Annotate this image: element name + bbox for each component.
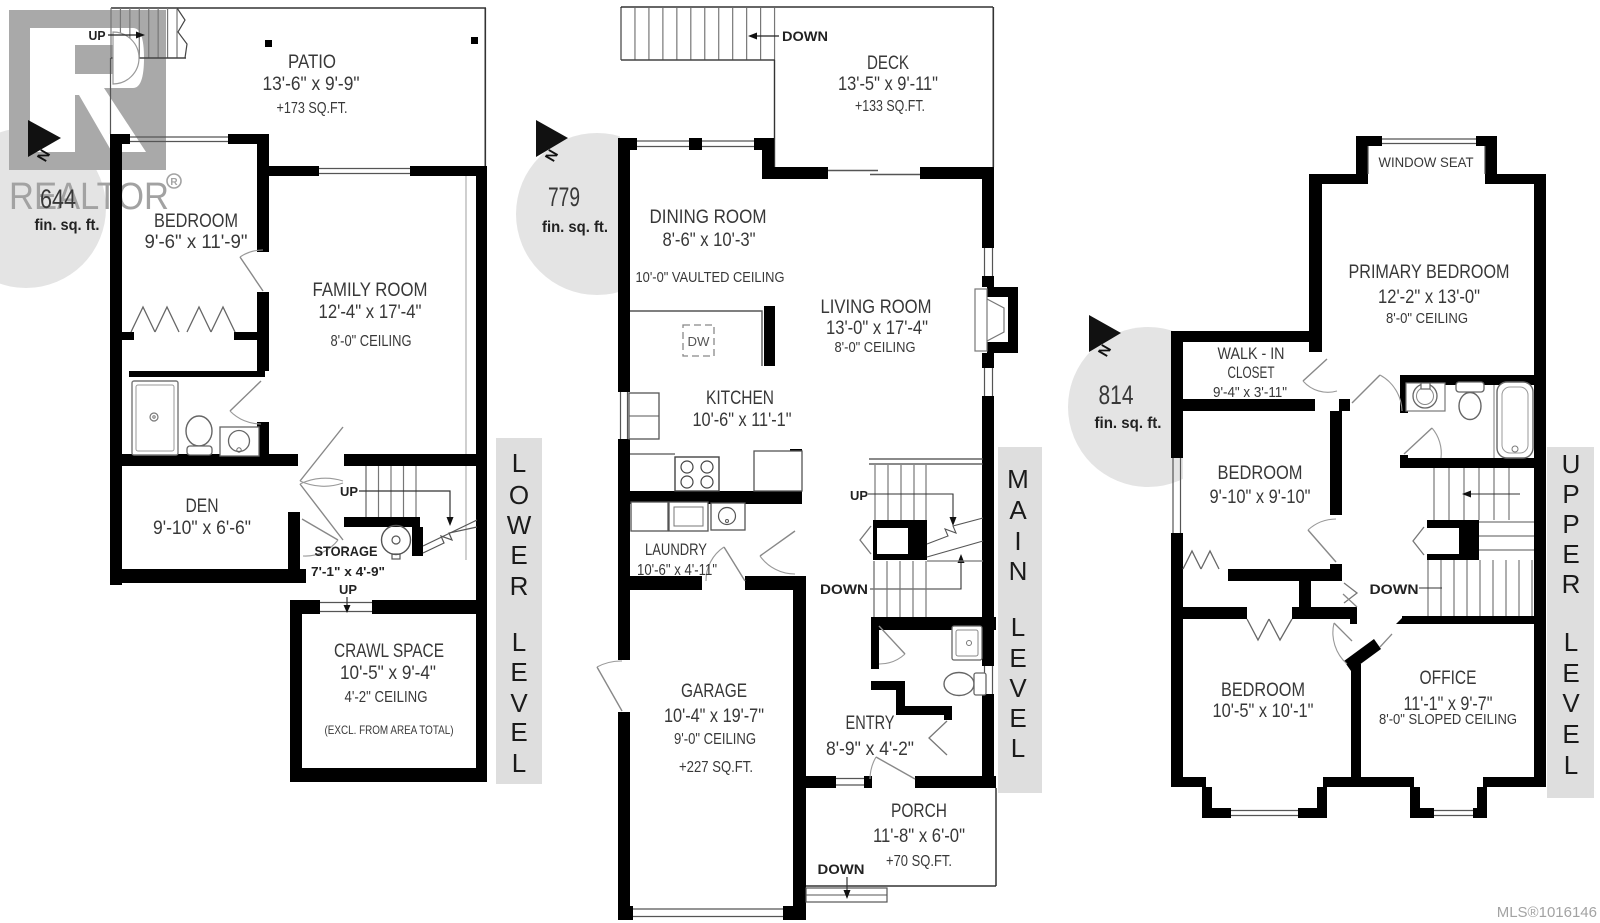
svg-text:10'-0" VAULTED CEILING: 10'-0" VAULTED CEILING (636, 269, 785, 286)
svg-text:(EXCL. FROM AREA TOTAL): (EXCL. FROM AREA TOTAL) (325, 723, 454, 737)
svg-text:9'-4" x 3'-11": 9'-4" x 3'-11" (1213, 384, 1287, 401)
svg-text:L: L (1564, 750, 1578, 780)
svg-text:UP: UP (339, 582, 357, 597)
svg-text:U: U (1562, 449, 1581, 479)
svg-text:E: E (510, 540, 527, 570)
svg-text:13'-6" x 9'-9": 13'-6" x 9'-9" (263, 74, 360, 95)
svg-text:DECK: DECK (867, 53, 909, 74)
svg-text:ENTRY: ENTRY (846, 713, 895, 734)
svg-text:814: 814 (1099, 380, 1134, 410)
svg-text:L: L (512, 448, 526, 478)
svg-text:V: V (1009, 673, 1027, 703)
svg-text:MLS®1016146: MLS®1016146 (1497, 904, 1597, 921)
svg-text:DOWN: DOWN (1370, 582, 1419, 597)
svg-text:fin. sq. ft.: fin. sq. ft. (1095, 415, 1162, 432)
svg-text:10'-6" x 4'-11": 10'-6" x 4'-11" (637, 562, 717, 579)
svg-text:779: 779 (548, 182, 580, 212)
svg-text:E: E (1009, 703, 1026, 733)
svg-text:PRIMARY BEDROOM: PRIMARY BEDROOM (1349, 262, 1510, 283)
svg-text:+227 SQ.FT.: +227 SQ.FT. (679, 759, 753, 776)
svg-text:DINING ROOM: DINING ROOM (650, 207, 767, 228)
svg-text:8'-0" SLOPED CEILING: 8'-0" SLOPED CEILING (1379, 712, 1517, 728)
svg-text:W: W (507, 510, 532, 540)
svg-text:8'-6" x 10'-3": 8'-6" x 10'-3" (663, 230, 756, 251)
svg-text:A: A (1009, 495, 1027, 525)
svg-text:10'-5" x 9'-4": 10'-5" x 9'-4" (340, 663, 436, 684)
svg-text:11'-1" x 9'-7": 11'-1" x 9'-7" (1404, 694, 1493, 715)
svg-text:8'-9" x 4'-2": 8'-9" x 4'-2" (826, 739, 914, 760)
svg-text:V: V (510, 688, 528, 718)
svg-text:fin. sq. ft.: fin. sq. ft. (542, 219, 608, 236)
svg-text:8'-0" CEILING: 8'-0" CEILING (331, 333, 412, 350)
svg-text:L: L (1011, 612, 1025, 642)
svg-text:BEDROOM: BEDROOM (1218, 463, 1303, 484)
svg-text:WINDOW SEAT: WINDOW SEAT (1379, 154, 1474, 170)
svg-text:P: P (1562, 479, 1579, 509)
svg-text:9'-10" x 9'-10": 9'-10" x 9'-10" (1210, 487, 1311, 508)
svg-text:+133 SQ.FT.: +133 SQ.FT. (855, 98, 925, 115)
svg-text:9'-10" x 6'-6": 9'-10" x 6'-6" (153, 518, 251, 539)
svg-text:E: E (1562, 719, 1579, 749)
svg-text:13'-0" x 17'-4": 13'-0" x 17'-4" (826, 318, 928, 339)
svg-text:P: P (1562, 509, 1579, 539)
svg-text:LIVING ROOM: LIVING ROOM (821, 297, 932, 318)
svg-text:644: 644 (40, 184, 76, 214)
svg-text:11'-8" x 6'-0": 11'-8" x 6'-0" (873, 826, 965, 847)
svg-text:8'-0" CEILING: 8'-0" CEILING (835, 339, 916, 356)
svg-text:BEDROOM: BEDROOM (154, 211, 238, 232)
svg-text:E: E (510, 717, 527, 747)
svg-text:UP: UP (850, 488, 868, 503)
svg-text:10'-4" x 19'-7": 10'-4" x 19'-7" (664, 706, 764, 727)
svg-text:4'-2" CEILING: 4'-2" CEILING (345, 689, 428, 706)
svg-text:O: O (509, 480, 529, 510)
svg-text:E: E (1562, 658, 1579, 688)
svg-text:9'-0" CEILING: 9'-0" CEILING (674, 731, 756, 748)
svg-text:10'-5" x 10'-1": 10'-5" x 10'-1" (1213, 701, 1314, 722)
svg-text:LAUNDRY: LAUNDRY (645, 540, 707, 559)
svg-text:STORAGE: STORAGE (315, 543, 378, 559)
svg-text:DOWN: DOWN (818, 862, 865, 877)
svg-text:BEDROOM: BEDROOM (1221, 680, 1305, 701)
svg-text:I: I (1014, 526, 1021, 556)
svg-text:OFFICE: OFFICE (1420, 668, 1477, 689)
svg-text:fin. sq. ft.: fin. sq. ft. (35, 217, 100, 234)
svg-text:8'-0" CEILING: 8'-0" CEILING (1386, 310, 1468, 327)
svg-text:+70 SQ.FT.: +70 SQ.FT. (886, 853, 952, 870)
svg-text:+173 SQ.FT.: +173 SQ.FT. (277, 100, 348, 117)
svg-text:DEN: DEN (186, 496, 219, 517)
svg-text:FAMILY ROOM: FAMILY ROOM (313, 280, 428, 301)
svg-text:UP: UP (340, 484, 358, 499)
svg-text:E: E (1009, 643, 1026, 673)
svg-text:7'-1" x 4'-9": 7'-1" x 4'-9" (311, 564, 385, 579)
svg-text:R: R (1562, 569, 1581, 599)
svg-text:12'-4" x 17'-4": 12'-4" x 17'-4" (319, 302, 422, 323)
svg-text:GARAGE: GARAGE (681, 681, 747, 702)
svg-text:DW: DW (688, 334, 711, 349)
svg-text:DOWN: DOWN (782, 29, 828, 44)
svg-text:KITCHEN: KITCHEN (706, 388, 774, 409)
svg-text:V: V (1562, 688, 1580, 718)
svg-text:N: N (1009, 556, 1028, 586)
svg-text:M: M (1007, 464, 1029, 494)
svg-text:L: L (1564, 627, 1578, 657)
svg-text:PORCH: PORCH (891, 801, 947, 822)
svg-text:10'-6" x 11'-1": 10'-6" x 11'-1" (693, 410, 792, 431)
svg-text:L: L (1011, 733, 1025, 763)
svg-text:E: E (1562, 539, 1579, 569)
svg-text:REALTOR: REALTOR (9, 176, 169, 218)
svg-text:12'-2" x 13'-0": 12'-2" x 13'-0" (1378, 287, 1480, 308)
svg-text:CLOSET: CLOSET (1228, 364, 1275, 382)
svg-text:9'-6" x 11'-9": 9'-6" x 11'-9" (145, 232, 248, 253)
svg-text:CRAWL SPACE: CRAWL SPACE (334, 641, 444, 662)
svg-text:PATIO: PATIO (288, 52, 336, 73)
svg-text:L: L (512, 748, 526, 778)
svg-text:R: R (510, 571, 529, 601)
svg-text:E: E (510, 657, 527, 687)
svg-text:L: L (512, 627, 526, 657)
svg-text:UP: UP (89, 28, 106, 43)
svg-text:R: R (170, 177, 178, 188)
svg-text:DOWN: DOWN (820, 582, 868, 597)
svg-text:WALK - IN: WALK - IN (1218, 345, 1285, 363)
svg-text:13'-5" x 9'-11": 13'-5" x 9'-11" (838, 74, 938, 95)
